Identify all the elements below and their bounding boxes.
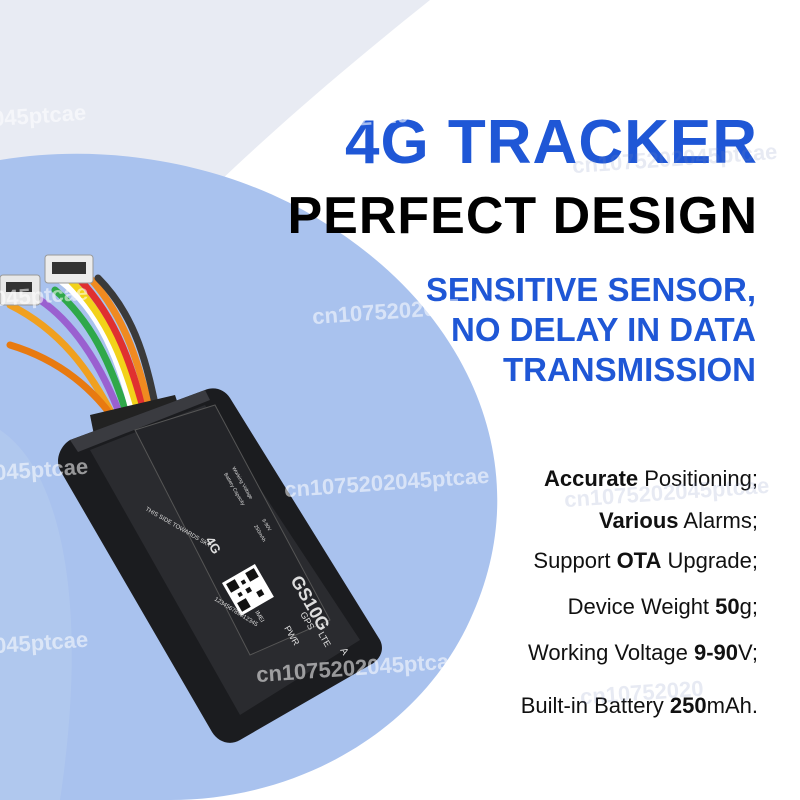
feature-text: Positioning; <box>638 466 758 491</box>
device-model-suffix: A <box>337 646 350 658</box>
headline-perfect-design: PERFECT DESIGN <box>287 187 758 245</box>
subheadline-line-1: SENSITIVE SENSOR, <box>425 271 756 308</box>
feature-text: Alarms; <box>678 508 758 533</box>
feature-working-voltage: Working Voltage 9-90V; <box>528 640 758 666</box>
subheadline-line-2: NO DELAY IN DATA <box>451 311 756 348</box>
feature-text: V; <box>738 640 758 665</box>
feature-highlight: 50 <box>715 594 740 619</box>
feature-built-in-battery: Built-in Battery 250mAh. <box>521 693 758 719</box>
feature-text: Upgrade; <box>661 548 758 573</box>
feature-text: mAh. <box>706 693 758 718</box>
feature-text: Device Weight <box>567 594 716 619</box>
device-label-plate <box>134 404 331 656</box>
feature-highlight: Accurate <box>543 466 639 491</box>
feature-highlight: 250 <box>669 693 707 718</box>
headline-4g-tracker: 4G TRACKER <box>344 108 758 177</box>
feature-highlight: 9-90 <box>693 640 739 665</box>
feature-highlight: OTA <box>616 548 662 573</box>
qr-code <box>222 564 274 616</box>
feature-various-alarms: Various Alarms; <box>599 508 758 534</box>
feature-ota-upgrade: Support OTA Upgrade; <box>533 548 758 574</box>
feature-text: g; <box>739 594 758 619</box>
feature-accurate-positioning: Accurate Positioning; <box>544 466 758 492</box>
device-imei-label: IMEI <box>253 610 265 624</box>
feature-device-weight: Device Weight 50g; <box>568 594 758 620</box>
subheadline-line-3: TRANSMISSION <box>502 351 756 388</box>
feature-text: Working Voltage <box>528 640 694 665</box>
feature-text: Built-in Battery <box>520 693 670 718</box>
connector-plugs <box>0 254 94 306</box>
feature-highlight: Various <box>599 508 679 533</box>
feature-text: Support <box>533 548 617 573</box>
